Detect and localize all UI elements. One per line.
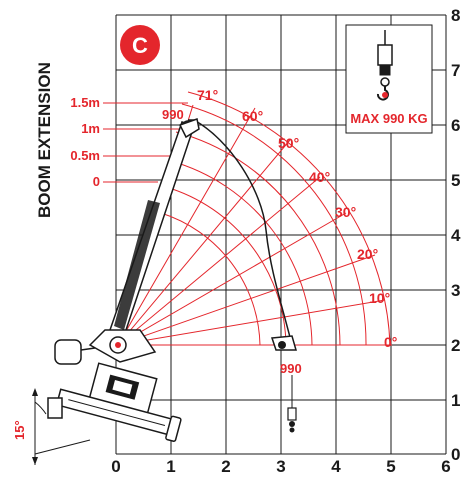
y-tick: 4	[451, 226, 461, 245]
y-axis-labels: 0 1 2 3 4 5 6 7 8	[451, 6, 461, 464]
badge-letter: C	[132, 33, 148, 58]
max-load-box: MAX 990 KG	[345, 24, 433, 134]
y-tick: 7	[451, 61, 460, 80]
hook-icon	[377, 30, 393, 101]
extension-label: 1m	[81, 121, 100, 136]
angle-label: 40°	[309, 169, 330, 185]
angle-label: 30°	[335, 204, 356, 220]
angle-label: 20°	[357, 246, 378, 262]
crane-illustration	[47, 118, 297, 442]
x-tick: 1	[166, 457, 175, 476]
y-tick: 0	[451, 445, 460, 464]
angle-label: 71°	[197, 87, 218, 103]
max-load-label: MAX 990 KG	[350, 111, 427, 126]
tilt-indicator: 15°	[12, 388, 91, 465]
y-tick: 8	[451, 6, 460, 25]
x-tick: 5	[386, 457, 395, 476]
angle-rays	[117, 104, 392, 346]
extension-label: 0	[93, 174, 100, 189]
y-tick: 2	[451, 336, 460, 355]
x-tick: 2	[221, 457, 230, 476]
y-tick: 3	[451, 281, 460, 300]
y-axis-title: BOOM EXTENSION	[35, 62, 54, 218]
x-tick: 3	[276, 457, 285, 476]
y-tick: 1	[451, 391, 460, 410]
x-axis-labels: 0 1 2 3 4 5 6	[111, 457, 450, 476]
badge-c: C	[120, 25, 160, 65]
angle-label: 60°	[242, 108, 263, 124]
x-tick: 4	[331, 457, 341, 476]
y-tick: 6	[451, 116, 460, 135]
reach-arcs	[160, 91, 391, 346]
angle-label: 0°	[384, 334, 397, 350]
extension-label: 1.5m	[70, 95, 100, 110]
angle-label: 50°	[278, 135, 299, 151]
extension-label: 0.5m	[70, 148, 100, 163]
angle-label: 10°	[369, 290, 390, 306]
load-value-bottom: 990	[280, 361, 302, 376]
extension-labels: 1.5m 1m 0.5m 0	[70, 95, 188, 189]
x-tick: 6	[441, 457, 450, 476]
x-tick: 0	[111, 457, 120, 476]
angle-labels: 71° 60° 50° 40° 30° 20° 10° 0°	[197, 87, 397, 350]
load-envelope	[188, 119, 293, 346]
tilt-label: 15°	[12, 420, 27, 440]
load-value-top: 990	[162, 107, 184, 122]
y-tick: 5	[451, 171, 460, 190]
